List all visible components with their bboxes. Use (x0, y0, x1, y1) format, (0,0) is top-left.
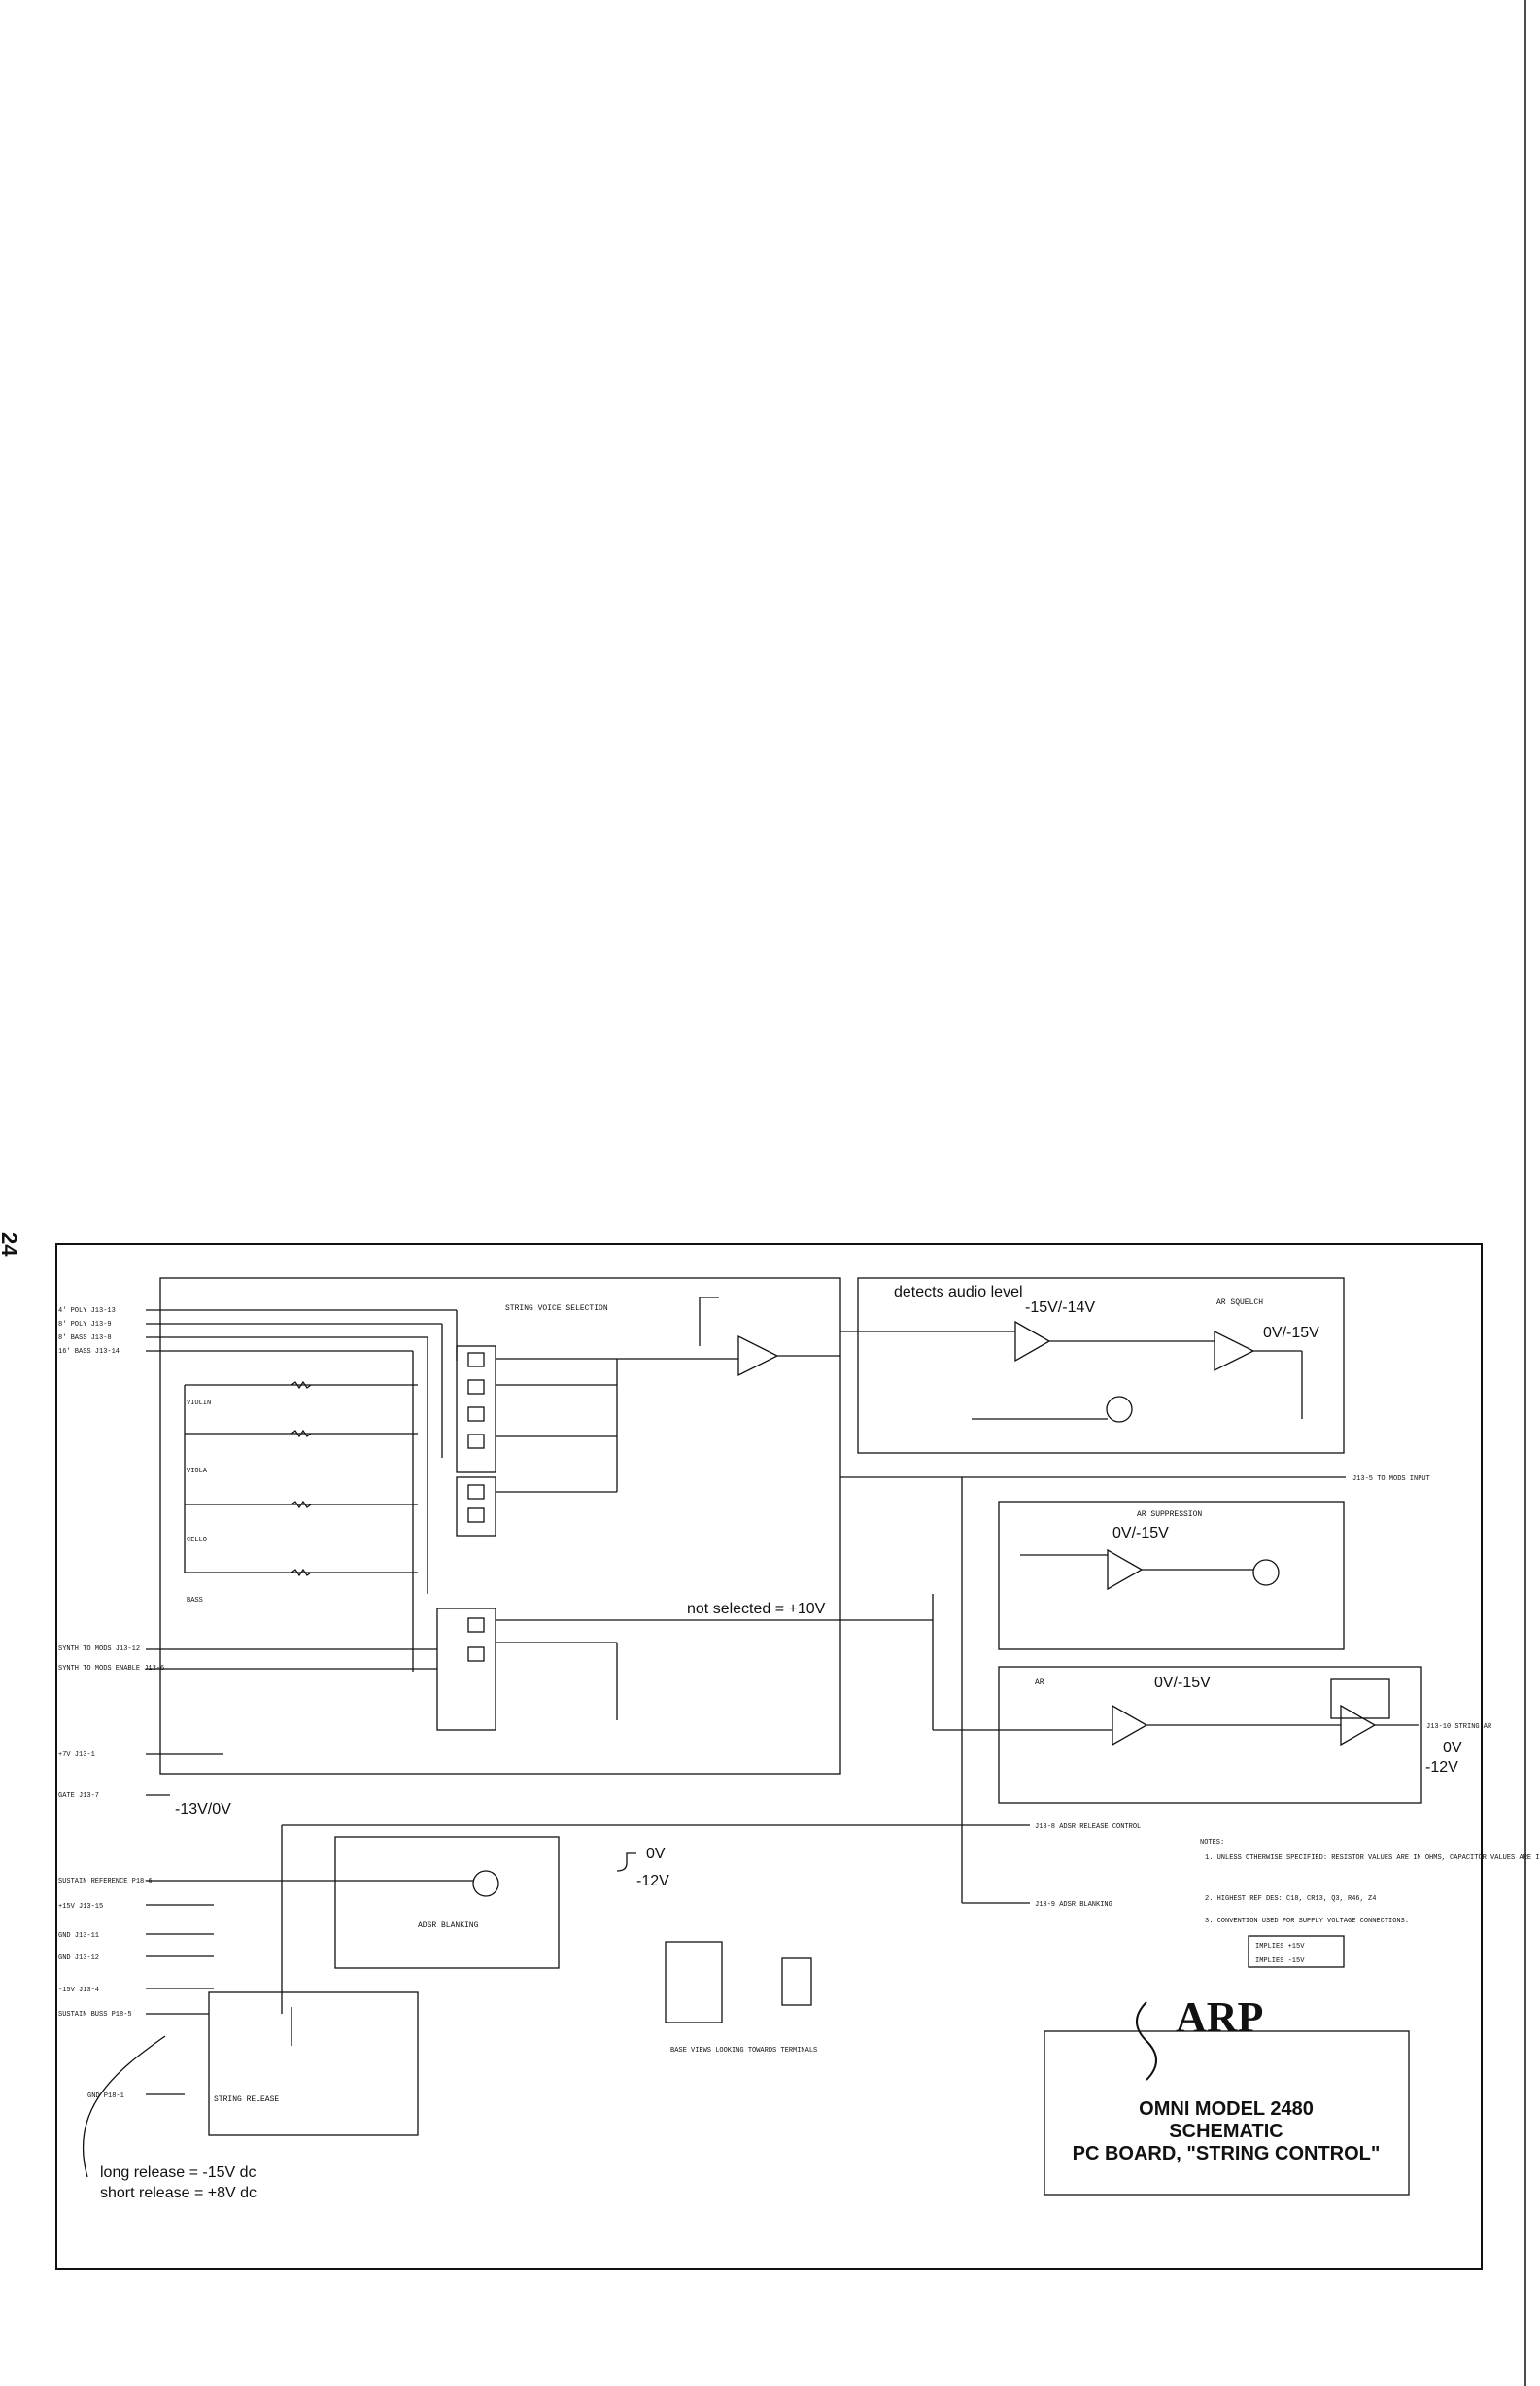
voice-selection-box (159, 1277, 841, 1775)
string-release-label: STRING RELEASE (214, 2095, 279, 2104)
string-release-box (208, 1991, 419, 2136)
adsr-blanking-box (334, 1836, 560, 1969)
synth-wires (146, 1648, 437, 1796)
in-synth-en: SYNTH TO MODS ENABLE J13-6 (58, 1665, 164, 1673)
voice-viola: VIOLA (187, 1468, 208, 1475)
short-release-note: short release = +8V dc (100, 2185, 257, 2201)
in-gate: GATE J13-7 (58, 1792, 99, 1800)
voice-cello: CELLO (187, 1537, 207, 1544)
in-p15v: +15V J13-15 (58, 1903, 103, 1911)
in-poly8: 8' POLY J13-9 (58, 1321, 112, 1329)
page-border (55, 1243, 1483, 2270)
ar-suppression-box (998, 1501, 1345, 1650)
ar-label: AR (1035, 1678, 1044, 1687)
title-line1: OMNI MODEL 2480 (1139, 2098, 1314, 2120)
voice-bass: BASS (187, 1597, 203, 1605)
chip-z2 (436, 1608, 496, 1731)
v1-note: -15V/-14V (1025, 1299, 1095, 1316)
in-poly4: 4' POLY J13-13 (58, 1307, 116, 1315)
opamp-z3b (1340, 1704, 1377, 1746)
detects-note: detects audio level (894, 1284, 1023, 1300)
power-wires (146, 1825, 283, 2095)
transistor-q3 (1252, 1559, 1280, 1586)
transistor-q2 (1106, 1396, 1133, 1423)
in-sustain-ref: SUSTAIN REFERENCE P18-6 (58, 1878, 153, 1885)
in-gnd2: GND J13-12 (58, 1954, 99, 1962)
treble-clef-icon (1136, 2001, 1157, 2081)
v3-note: 0V/-15V (1112, 1525, 1169, 1541)
opamp-z4b (1014, 1320, 1051, 1363)
v2-note: 0V/-15V (1263, 1325, 1319, 1341)
opamp-z3a (737, 1334, 779, 1377)
ar-squelch-label: AR SQUELCH (1216, 1298, 1263, 1307)
note-2: 2. HIGHEST REF DES: C18, CR13, Q3, R46, … (1205, 1895, 1376, 1903)
legend-up: IMPLIES +15V (1255, 1943, 1305, 1951)
release-arrow (82, 2035, 166, 2178)
base-view-2 (781, 1957, 812, 2006)
out-adsr-release: J13-8 ADSR RELEASE CONTROL (1035, 1823, 1141, 1831)
arp-logo: ARP (1176, 1993, 1263, 2041)
in-bass8: 8' BASS J13-8 (58, 1334, 112, 1342)
ar-box (998, 1666, 1422, 1804)
chip-z1b (456, 1476, 496, 1537)
in-plus7: +7V J13-1 (58, 1751, 95, 1759)
ar-suppression-label: AR SUPPRESSION (1137, 1510, 1202, 1519)
in-gnd3: GND P18-1 (87, 2092, 124, 2100)
voice-rows (184, 1380, 418, 1577)
in-bass16: 16' BASS J13-14 (58, 1348, 120, 1356)
zero-note: 0V (646, 1846, 666, 1862)
gate-note: -13V/0V (175, 1801, 231, 1817)
transistor-q1 (472, 1870, 499, 1897)
v4-note: 0V/-15V (1154, 1675, 1211, 1691)
legend-down: IMPLIES -15V (1255, 1957, 1305, 1965)
base-view-1 (665, 1941, 723, 2023)
zero-note-2: 0V (1443, 1740, 1462, 1756)
adsr-blanking-label: ADSR BLANKING (418, 1921, 479, 1930)
pulse-sketch (616, 1852, 636, 1872)
switch-boxes (467, 1352, 485, 1662)
chip-z1 (456, 1345, 496, 1473)
minus12-note: -12V (636, 1873, 669, 1889)
input-wires (146, 1309, 458, 1672)
title-block (1044, 2030, 1410, 2196)
voice-violin: VIOLIN (187, 1400, 211, 1407)
ar-squelch-box (857, 1277, 1345, 1454)
base-views-label: BASE VIEWS LOOKING TOWARDS TERMINALS (670, 2047, 817, 2055)
opamp-z4d (1112, 1704, 1148, 1746)
out-string-ar: J13-10 STRING AR (1426, 1723, 1492, 1731)
opamp-z4a (1107, 1548, 1144, 1591)
in-gnd1: GND J13-11 (58, 1932, 99, 1940)
note-1: 1. UNLESS OTHERWISE SPECIFIED: RESISTOR … (1205, 1854, 1540, 1862)
opamp-z4c (1214, 1330, 1255, 1372)
not-selected-note: not selected = +10V (687, 1601, 826, 1617)
long-release-note: long release = -15V dc (100, 2164, 257, 2181)
suppression-wires (932, 1554, 1253, 1730)
title-line3: PC BOARD, "STRING CONTROL" (1073, 2143, 1381, 2164)
out-adsr-blank: J13-9 ADSR BLANKING (1035, 1901, 1112, 1909)
ar-wires (933, 1678, 1419, 1731)
voice-selection-label: STRING VOICE SELECTION (505, 1304, 608, 1313)
out-to-mods: J13-5 TO MODS INPUT (1352, 1475, 1430, 1483)
supply-legend (1248, 1935, 1345, 1968)
in-m15v: -15V J13-4 (58, 1987, 99, 1994)
note-3: 3. CONVENTION USED FOR SUPPLY VOLTAGE CO… (1205, 1918, 1409, 1925)
minus12-note-2: -12V (1425, 1759, 1458, 1776)
squelch-wires (840, 1331, 1303, 1420)
in-synth: SYNTH TO MODS J13-12 (58, 1645, 140, 1653)
title-line2: SCHEMATIC (1169, 2121, 1283, 2142)
mix-resistors (496, 1358, 738, 1720)
notes-head: NOTES: (1200, 1839, 1224, 1847)
in-sustain-bus: SUSTAIN BUSS P18-5 (58, 2011, 132, 2019)
